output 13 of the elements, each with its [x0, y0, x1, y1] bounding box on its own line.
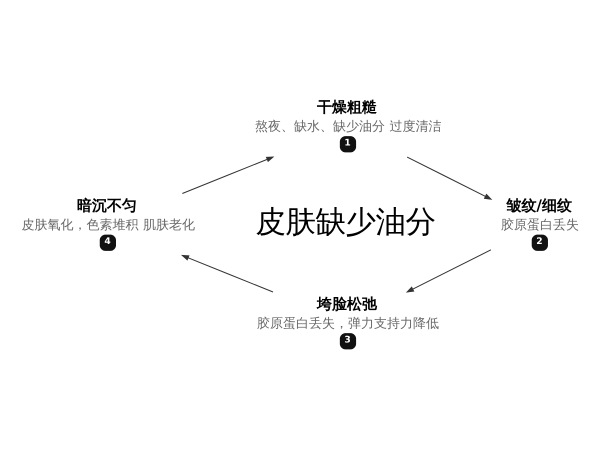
node-label: 皮肤氧化，色素堆积 肌肤老化 — [22, 218, 195, 233]
node-label: 胶原蛋白丢失，弹力支持力降低 — [257, 316, 440, 332]
arrow — [406, 156, 492, 200]
arrow — [180, 254, 274, 292]
arrow — [406, 249, 492, 293]
node-label: 暗沉不匀 — [76, 196, 137, 214]
node-label: 皱纹/细纹 — [506, 196, 572, 214]
node-label: 垮脸松弛 — [317, 294, 378, 313]
arrow — [182, 156, 274, 194]
node-text: 皮肤缺少油分 — [256, 205, 436, 240]
node-label: 熬夜、缺水、缺少油分 过度清洁 — [255, 119, 442, 134]
node-label: 胶原蛋白丢失 — [500, 218, 579, 233]
node-label: 干燥粗糙 — [317, 98, 378, 116]
